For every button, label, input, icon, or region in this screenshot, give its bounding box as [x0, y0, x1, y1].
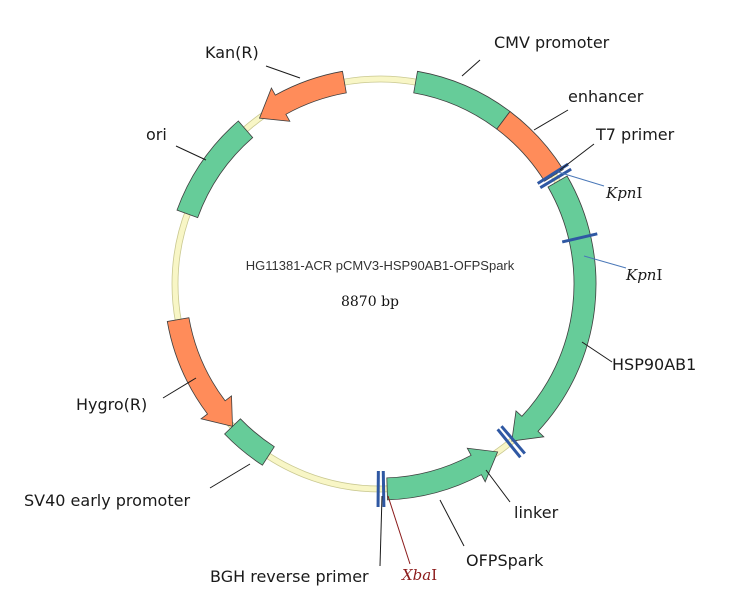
label-sv40-early-promoter: SV40 early promoter	[24, 491, 190, 510]
site-xbai	[381, 470, 386, 507]
feature-ori	[176, 120, 254, 219]
linker-mark	[500, 425, 526, 455]
t7-primer-mark	[539, 167, 572, 189]
restriction-sites-layer	[376, 162, 598, 508]
site-enzyme-suffix: I	[656, 266, 662, 284]
linker-mark-2	[496, 428, 522, 459]
feature-kan	[258, 70, 347, 122]
label-kpni-site-1: KpnI	[605, 184, 642, 202]
site-enzyme-suffix: I	[636, 184, 642, 202]
plasmid-name: HG11381-ACR pCMV3-HSP90AB1-OFPSpark	[246, 258, 515, 273]
label-xbai-site: XbaI	[401, 566, 437, 584]
feature-cmv	[413, 70, 511, 130]
label-bgh-reverse-primer: BGH reverse primer	[210, 567, 369, 586]
feature-ofp	[386, 447, 499, 501]
label-hygro-r: Hygro(R)	[76, 395, 147, 414]
label-ofpspark: OFPSpark	[466, 551, 544, 570]
site-enzyme-name: Kpn	[605, 184, 636, 202]
site-enzyme-name: Kpn	[625, 266, 656, 284]
feature-enh	[496, 110, 564, 182]
label-hsp90ab1: HSP90AB1	[612, 355, 696, 374]
label-kan-r: Kan(R)	[205, 43, 259, 62]
plasmid-size: 8870 bp	[341, 294, 399, 310]
site-enzyme-name: Xba	[401, 566, 431, 584]
label-t7-primer: T7 primer	[595, 125, 675, 144]
site-kpni-2	[561, 232, 598, 244]
label-enhancer: enhancer	[568, 87, 644, 106]
features-layer	[166, 70, 597, 501]
label-linker: linker	[514, 503, 559, 522]
feature-hyg	[166, 317, 233, 427]
leader-lines	[162, 59, 627, 567]
site-enzyme-suffix: I	[431, 566, 437, 584]
label-cmv-promoter: CMV promoter	[494, 33, 610, 52]
feature-hsp	[511, 175, 597, 442]
label-ori: ori	[146, 125, 167, 144]
label-kpni-site-2: KpnI	[625, 266, 662, 284]
